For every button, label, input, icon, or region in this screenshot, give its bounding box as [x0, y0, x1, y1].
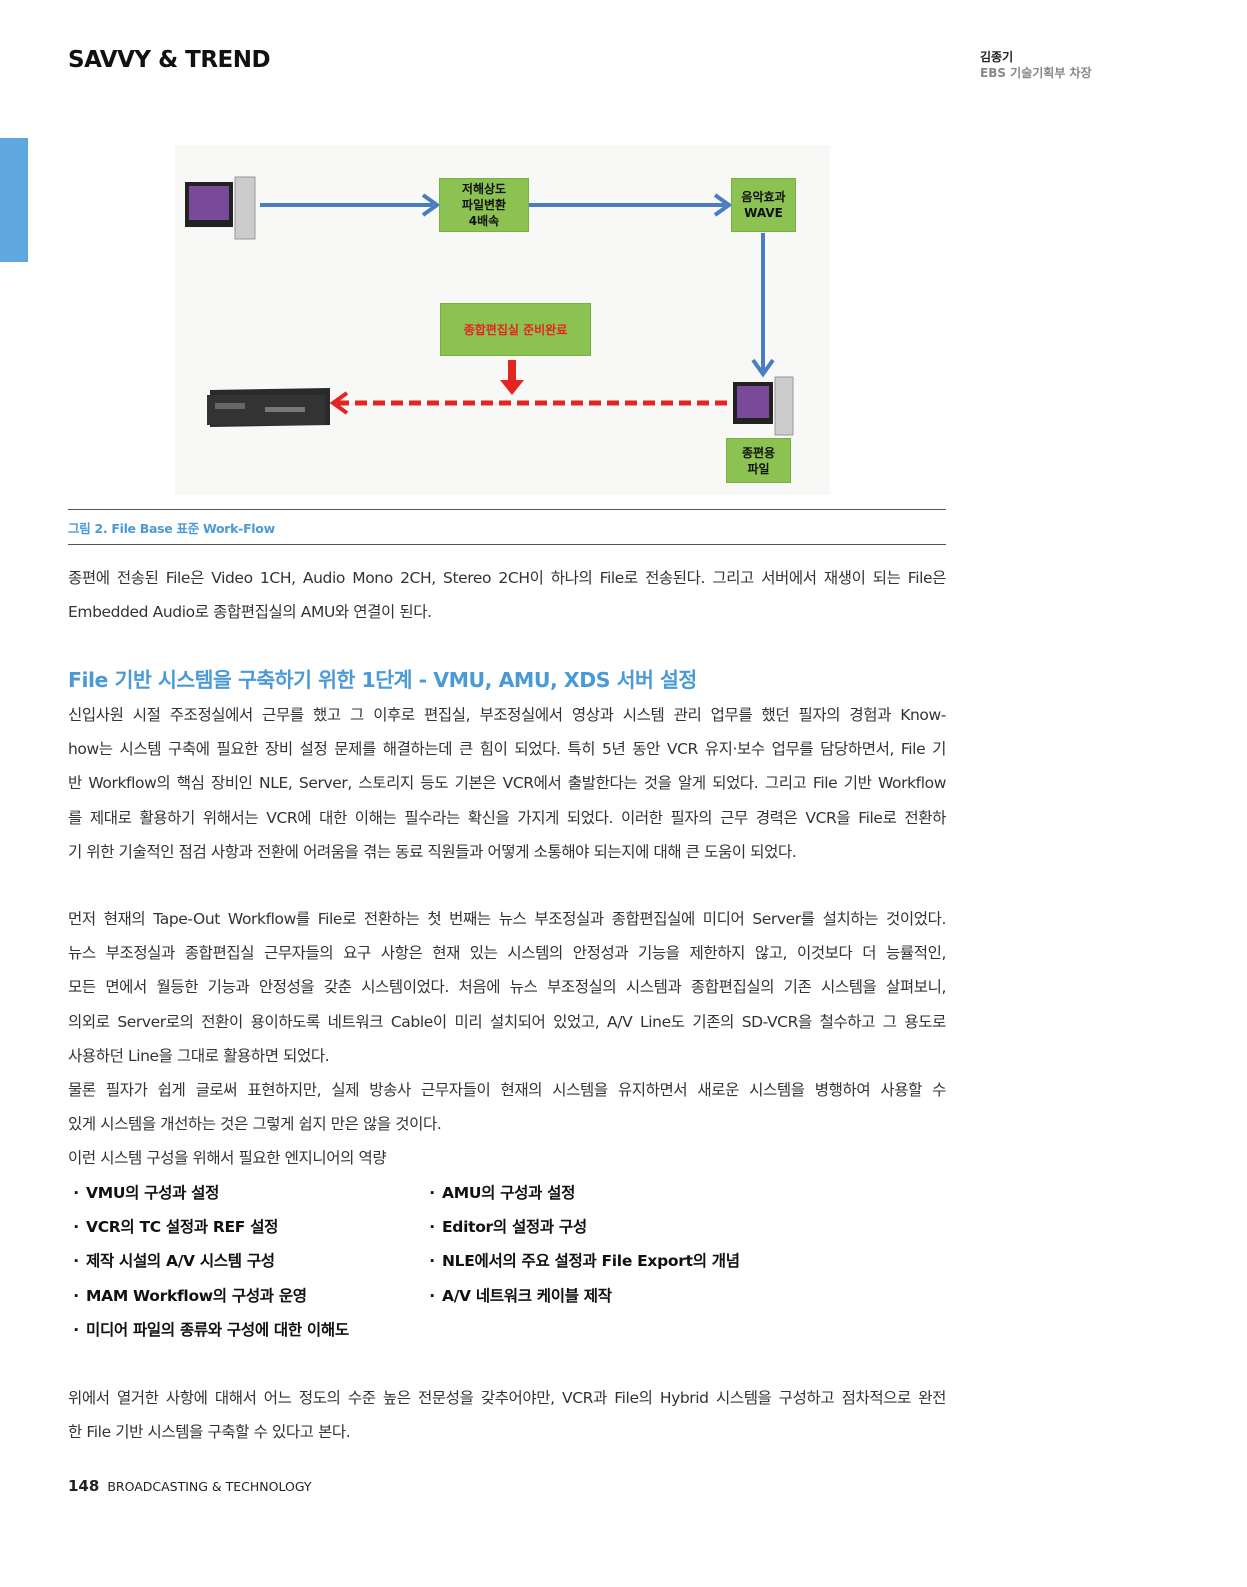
text-line: 종편에 전송된 File은 Video 1CH, Audio Mono 2CH,… — [68, 569, 946, 587]
paragraph-2: 신입사원 시절 주조정실에서 근무를 했고 그 이후로 편집실, 부조정실에서 … — [68, 698, 946, 869]
text-line: 물론 필자가 쉽게 글로써 표현하지만, 실제 방송사 근무자들이 현재의 시스… — [68, 1081, 946, 1100]
box-line: 파일 — [747, 461, 770, 476]
figure-caption: 그림 2. File Base 표준 Work-Flow — [68, 521, 275, 536]
list-item: MAM Workflow의 구성과 운영 — [66, 1279, 349, 1313]
paragraph-3: 먼저 현재의 Tape-Out Workflow를 File로 전환하는 첫 번… — [68, 902, 946, 1176]
author-role: EBS 기술기획부 차장 — [980, 66, 1092, 80]
box-line: 종편용 — [741, 445, 776, 460]
text-line: 한 File 기반 시스템을 구축할 수 있다고 본다. — [68, 1423, 351, 1442]
bullet-list-left: VMU의 구성과 설정 VCR의 TC 설정과 REF 설정 제작 시설의 A/… — [66, 1176, 349, 1347]
bullet-list-right: AMU의 구성과 설정 Editor의 설정과 구성 NLE에서의 주요 설정과… — [422, 1176, 740, 1313]
text-line: 먼저 현재의 Tape-Out Workflow를 File로 전환하는 첫 번… — [68, 910, 946, 928]
diagram-arrows — [185, 176, 794, 436]
box-line: WAVE — [744, 206, 783, 220]
diagram-box-lowres-convert: 저해상도 파일변환 4배속 — [439, 178, 529, 232]
diagram-box-final-file: 종편용 파일 — [726, 438, 791, 483]
text-line: 의외로 Server로의 전환이 용이하도록 네트워크 Cable이 미리 설치… — [68, 1012, 946, 1031]
computer-icon-target — [733, 376, 794, 436]
section-heading: File 기반 시스템을 구축하기 위한 1단계 - VMU, AMU, XDS… — [68, 668, 697, 692]
author-info: 김종기 EBS 기술기획부 차장 — [980, 49, 1092, 81]
paragraph-1: 종편에 전송된 File은 Video 1CH, Audio Mono 2CH,… — [68, 561, 946, 629]
text-line: 신입사원 시절 주조정실에서 근무를 했고 그 이후로 편집실, 부조정실에서 … — [68, 706, 946, 724]
list-item: A/V 네트워크 케이블 제작 — [422, 1279, 740, 1313]
list-item: VCR의 TC 설정과 REF 설정 — [66, 1210, 349, 1244]
page-number: 148 — [68, 1477, 100, 1495]
text-line: 모든 면에서 월등한 기능과 안정성을 갖춘 시스템이었다. 처음에 뉴스 부조… — [68, 978, 946, 997]
computer-icon-source — [185, 176, 256, 240]
page-footer: 148 BROADCASTING & TECHNOLOGY — [68, 1477, 312, 1495]
author-name: 김종기 — [980, 50, 1014, 64]
section-tab — [0, 138, 28, 262]
caption-rule-top — [68, 509, 946, 510]
caption-rule-bottom — [68, 544, 946, 545]
text-line: 뉴스 부조정실과 종합편집실 근무자들의 요구 사항은 현재 있는 시스템의 안… — [68, 944, 946, 963]
section-title: SAVVY & TREND — [68, 47, 271, 73]
list-item: Editor의 설정과 구성 — [422, 1210, 740, 1244]
diagram-box-ready: 종합편집실 준비완료 — [440, 303, 591, 356]
box-line: 파일변환 — [461, 198, 507, 212]
workflow-diagram: 저해상도 파일변환 4배속 음악효과 WAVE 종합편집실 준비완료 종편용 파… — [175, 145, 830, 495]
text-line: 위에서 열거한 사항에 대해서 어느 정도의 수준 높은 전문성을 갖추어야만,… — [68, 1389, 946, 1407]
text-line: 기 위한 기술적인 점검 사항과 전환에 어려움을 겪는 동료 직원들과 어떻게… — [68, 842, 797, 861]
text-line: 를 제대로 활용하기 위해서는 VCR에 대한 이해는 필수라는 확신을 가지게… — [68, 808, 946, 827]
text-line: Embedded Audio로 종합편집실의 AMU와 연결이 된다. — [68, 603, 432, 622]
publication-name: BROADCASTING & TECHNOLOGY — [107, 1479, 312, 1494]
text-line: 있게 시스템을 개선하는 것은 그렇게 쉽지 만은 않을 것이다. — [68, 1115, 442, 1134]
vcr-deck-icon — [207, 388, 330, 427]
paragraph-5: 위에서 열거한 사항에 대해서 어느 정도의 수준 높은 전문성을 갖추어야만,… — [68, 1381, 946, 1449]
text-line: 반 Workflow의 핵심 장비인 NLE, Server, 스토리지 등도 … — [68, 774, 946, 793]
box-line: 저해상도 — [461, 182, 507, 196]
diagram-box-audio-wave: 음악효과 WAVE — [731, 178, 796, 232]
list-item: 미디어 파일의 종류와 구성에 대한 이해도 — [66, 1313, 349, 1347]
list-item: VMU의 구성과 설정 — [66, 1176, 349, 1210]
box-line: 음악효과 — [741, 190, 786, 204]
list-item: AMU의 구성과 설정 — [422, 1176, 740, 1210]
arrow-red-down — [508, 360, 516, 382]
list-item: 제작 시설의 A/V 시스템 구성 — [66, 1244, 349, 1278]
text-line: how는 시스템 구축에 필요한 장비 설정 문제를 해결하는데 큰 힘이 되었… — [68, 740, 946, 759]
text-line: 사용하던 Line을 그대로 활용하면 되었다. — [68, 1046, 330, 1065]
box-line: 4배속 — [468, 214, 500, 228]
text-line: 이런 시스템 구성을 위해서 필요한 엔지니어의 역량 — [68, 1149, 387, 1168]
list-item: NLE에서의 주요 설정과 File Export의 개념 — [422, 1244, 740, 1278]
